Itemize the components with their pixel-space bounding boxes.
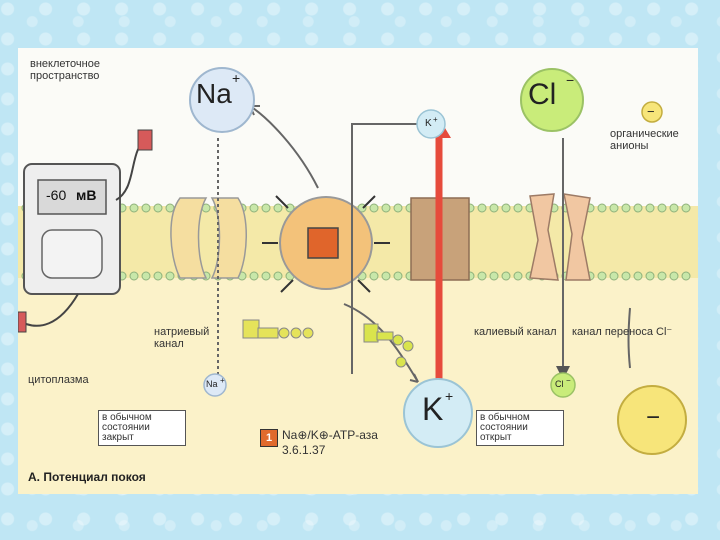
na-small-charge: + (220, 376, 225, 385)
organic-anion-large (617, 385, 687, 455)
enzyme-name: Na⊕/K⊕-ATP-аза (282, 428, 378, 442)
voltmeter (18, 129, 153, 333)
chloride-channel (529, 193, 591, 281)
k-large-label: K (422, 391, 444, 427)
cytoplasm-label: цитоплазма (28, 374, 89, 386)
membrane-illustration (18, 67, 698, 494)
na-large-charge: + (232, 70, 241, 86)
outside-label: внеклеточное пространство (30, 58, 100, 82)
cl-small-label: Cl (555, 379, 564, 389)
adp-molecule (363, 323, 414, 368)
cl-large-charge: − (566, 72, 575, 88)
k-ion-small (416, 109, 446, 139)
na-ion-large (189, 67, 255, 133)
anion-small-charge: − (647, 104, 655, 119)
na-small-label: Na (206, 379, 218, 389)
ion-flow-arrows (217, 105, 631, 383)
figure-caption: A. Потенциал покоя (28, 470, 146, 484)
cl-large-label: Cl (528, 78, 557, 111)
na-ion-small (203, 373, 227, 397)
k-ion-large (403, 378, 473, 448)
potassium-channel-label: калиевый канал (474, 326, 557, 338)
open-state-callout: в обычном состоянии открыт (476, 410, 564, 446)
cl-channel-label: канал переноса Cl⁻ (572, 326, 673, 338)
closed-state-callout: в обычном состоянии закрыт (98, 410, 186, 446)
diagram-panel: внеклеточное пространство органические а… (18, 48, 698, 494)
atp-molecule (242, 319, 314, 339)
na-k-atpase (262, 195, 390, 293)
organic-anions-label: органические анионы (610, 128, 679, 152)
cl-ion-small (550, 372, 576, 398)
k-large-charge: + (445, 388, 454, 404)
sodium-channel (170, 197, 247, 279)
enzyme-number-badge: 1 (260, 429, 278, 447)
enzyme-code: 3.6.1.37 (282, 443, 326, 457)
na-large-label: Na (196, 78, 232, 109)
cl-small-charge: − (566, 376, 571, 385)
anion-large-charge: − (646, 404, 661, 431)
cl-ion-large (520, 68, 584, 132)
organic-anion-small (641, 101, 663, 123)
meter-value: -60 (46, 187, 67, 203)
k-small-charge: + (433, 115, 438, 124)
k-small-label: K (425, 118, 432, 129)
sodium-channel-label: натриевый канал (154, 326, 210, 350)
cytoplasm-region (18, 276, 698, 494)
meter-unit: мВ (76, 187, 97, 203)
